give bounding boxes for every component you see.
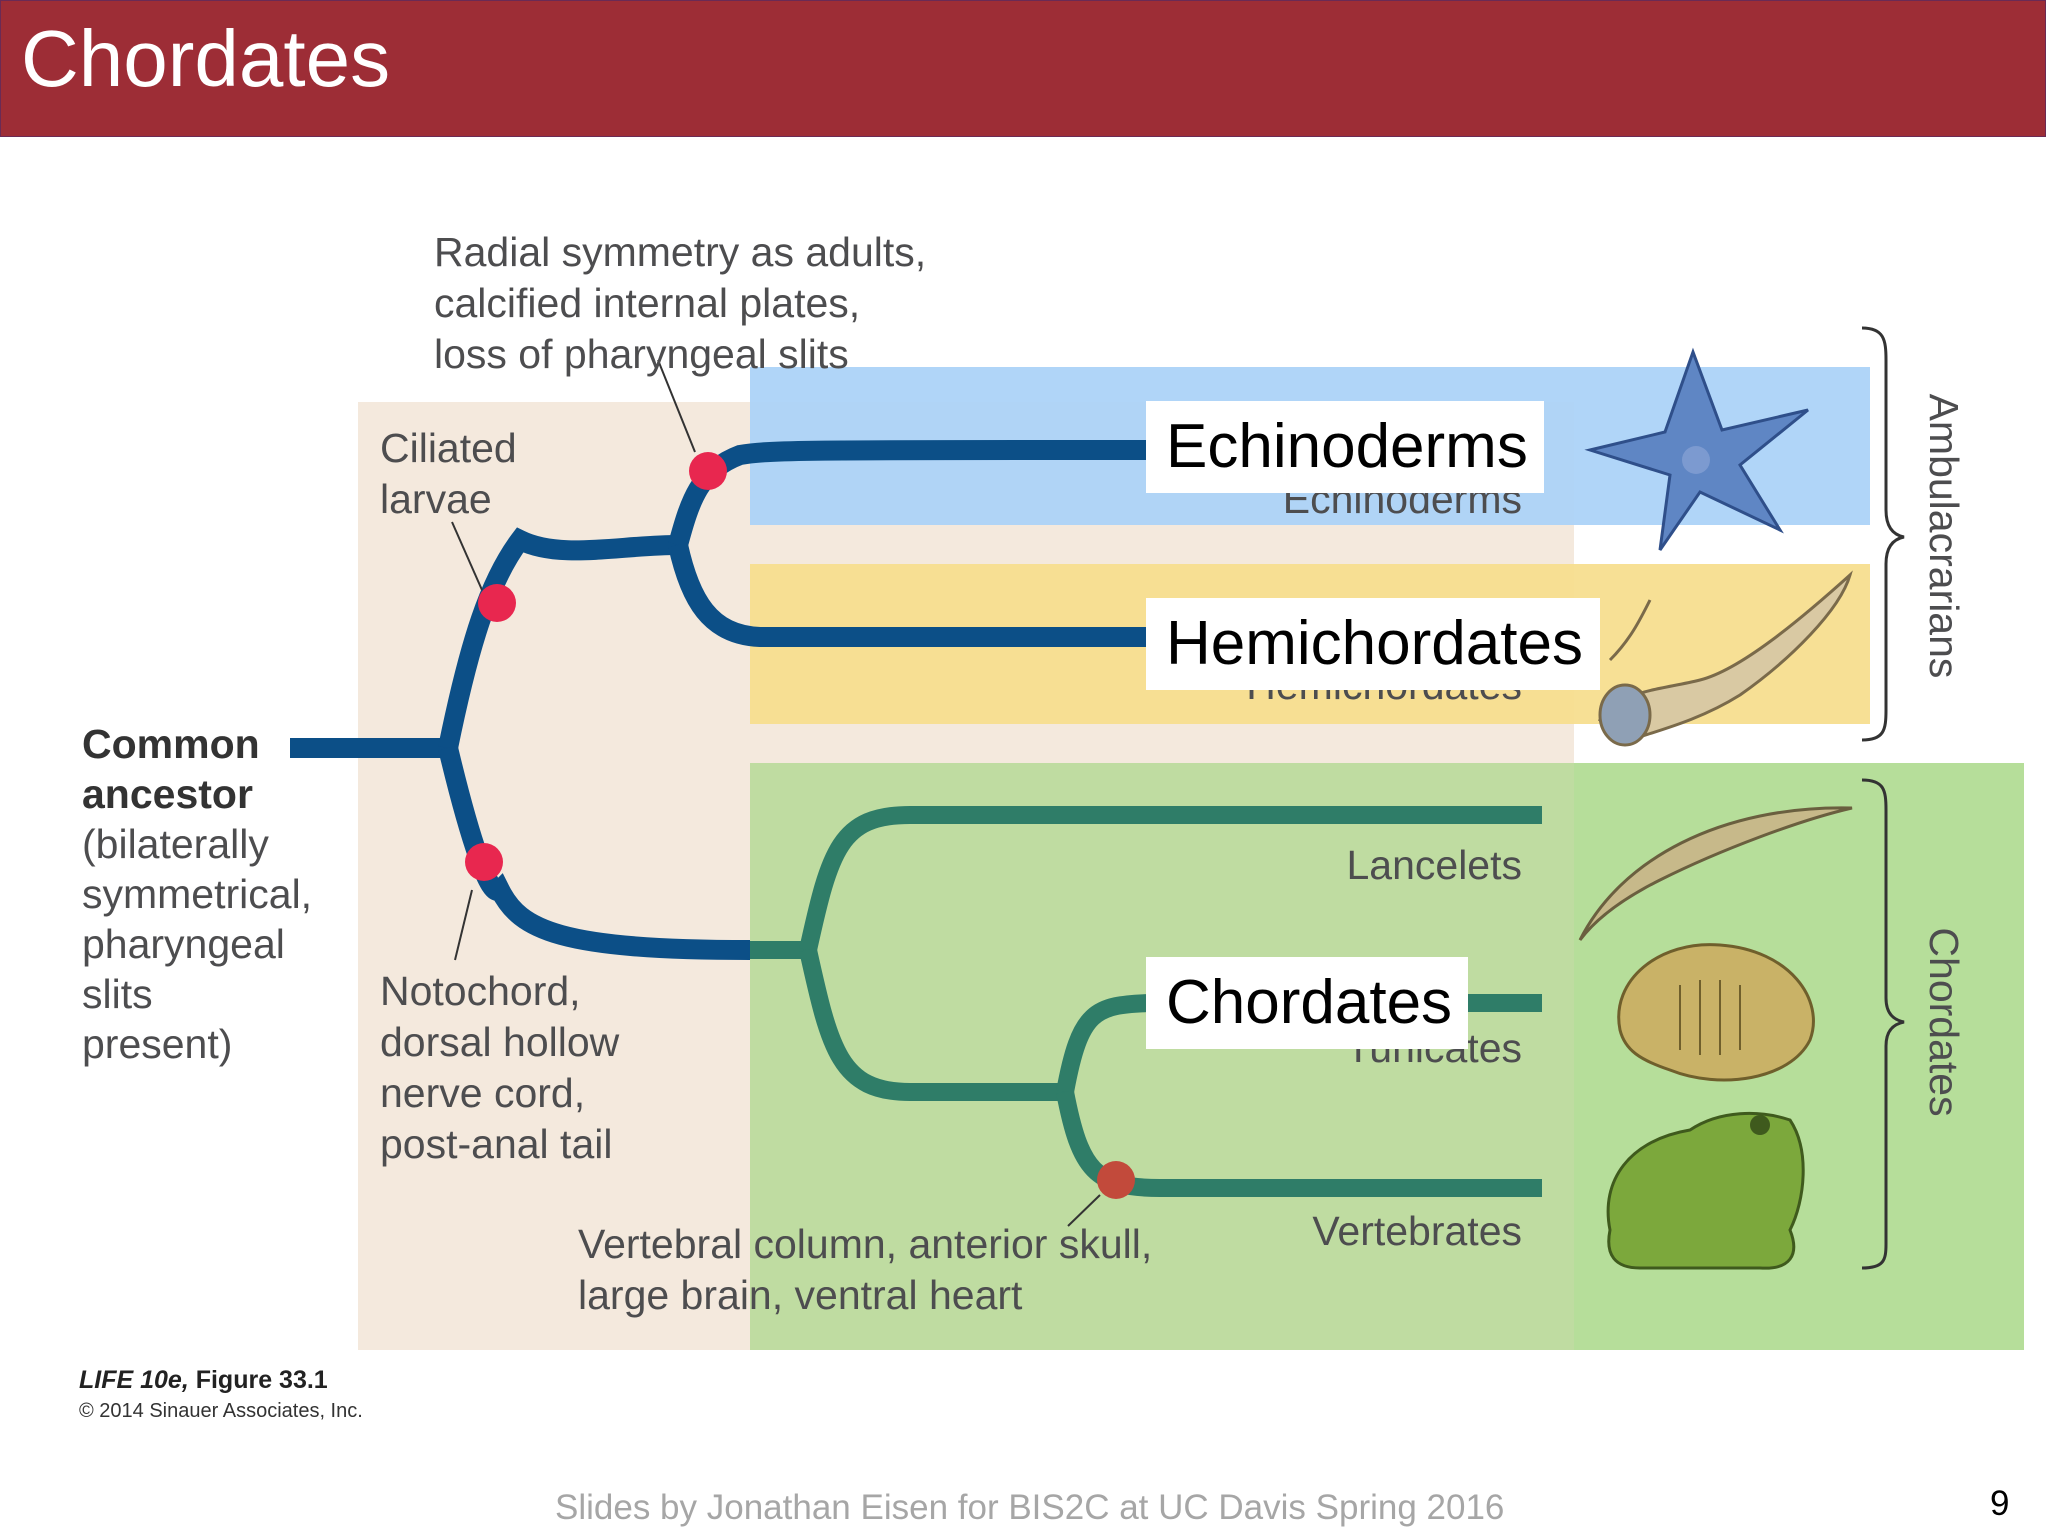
overlay-label-echinoderms: Echinoderms xyxy=(1146,401,1544,493)
group-label-ambulacrarians: Ambulacrarians xyxy=(1921,394,1967,679)
root-label-bold-1: Common xyxy=(82,721,260,767)
frog-illustration xyxy=(1606,1112,1805,1270)
slide-footer: Slides by Jonathan Eisen for BIS2C at UC… xyxy=(555,1488,1505,1527)
root-label-line-2: symmetrical, xyxy=(82,871,312,917)
trait-label-ciliated: Ciliated larvae xyxy=(380,425,528,522)
taxon-label-vertebrates: Vertebrates xyxy=(1312,1208,1522,1254)
acorn-worm-illustration xyxy=(1597,570,1853,747)
trait-label-radial: Radial symmetry as adults, calcified int… xyxy=(434,229,938,377)
root-label-line-1: (bilaterally xyxy=(82,821,269,867)
root-label-bold-2: ancestor xyxy=(82,771,253,817)
ambulacrarians-bracket xyxy=(1861,326,1905,742)
title-bar: Chordates xyxy=(0,0,2046,137)
trait-marker-radial xyxy=(689,452,727,490)
trait-pointer-lines xyxy=(451,359,1101,1227)
figure-copyright: © 2014 Sinauer Associates, Inc. xyxy=(79,1400,363,1422)
group-label-chordates: Chordates xyxy=(1921,927,1967,1116)
starfish-illustration xyxy=(1584,347,1809,551)
slide-title: Chordates xyxy=(21,14,391,103)
root-label-line-3: pharyngeal xyxy=(82,921,285,967)
trait-label-vertebral: Vertebral column, anterior skull, large … xyxy=(578,1221,1164,1318)
trait-marker-ciliated xyxy=(478,584,516,622)
figure-credit: LIFE 10e, Figure 33.1 xyxy=(79,1366,328,1395)
tree-branches-blue xyxy=(290,440,1149,960)
taxon-label-lancelets: Lancelets xyxy=(1346,842,1522,888)
figure-credit-number: Figure 33.1 xyxy=(195,1366,328,1394)
lancelet-illustration xyxy=(1578,806,1853,941)
figure-credit-book: LIFE 10e, xyxy=(79,1366,189,1394)
page-number: 9 xyxy=(1990,1484,2010,1523)
overlay-label-chordates: Chordates xyxy=(1146,957,1468,1049)
tree-branches-green xyxy=(750,806,1542,1197)
root-label-line-5: present) xyxy=(82,1021,232,1067)
chordates-bracket xyxy=(1861,778,1905,1270)
root-label: Common ancestor (bilaterally symmetrical… xyxy=(82,721,323,1067)
root-label-line-4: slits xyxy=(82,971,153,1017)
trait-marker-notochord xyxy=(465,843,503,881)
trait-marker-vertebral xyxy=(1097,1161,1135,1199)
trait-label-notochord: Notochord, dorsal hollow nerve cord, pos… xyxy=(380,968,631,1167)
tunicate-illustration xyxy=(1617,943,1815,1082)
overlay-label-hemichordates: Hemichordates xyxy=(1146,598,1600,690)
